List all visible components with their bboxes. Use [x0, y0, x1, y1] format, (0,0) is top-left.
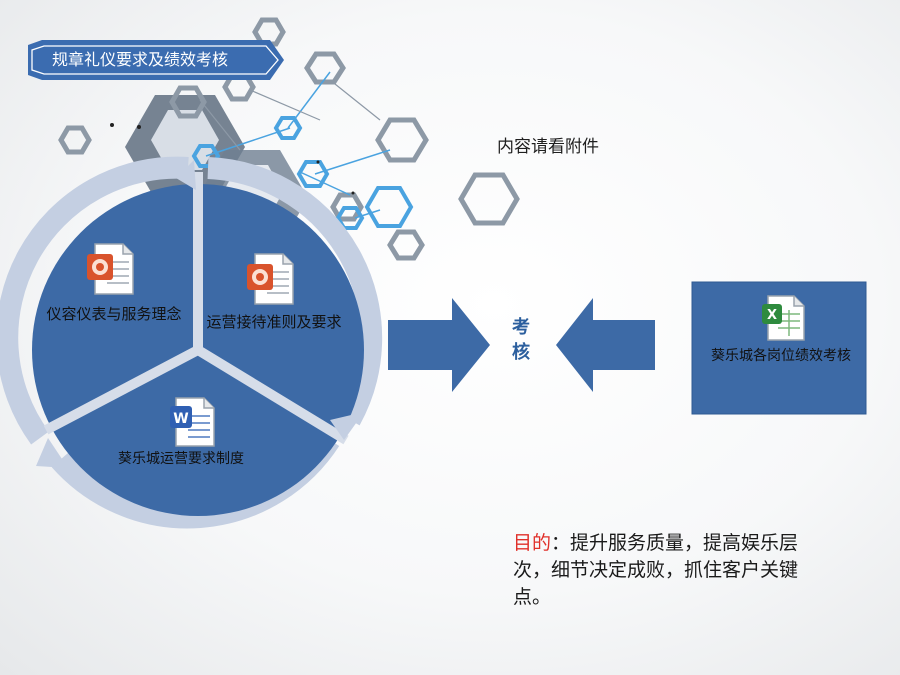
right-box-label: 葵乐城各岗位绩效考核 [711, 348, 851, 364]
powerpoint-file-icon[interactable] [245, 252, 295, 306]
goal-highlight: 目的 [513, 532, 552, 554]
word-file-icon[interactable]: W [168, 396, 216, 448]
svg-text:W: W [173, 411, 188, 427]
assessment-label: 考核 [512, 317, 530, 363]
svg-text:X: X [767, 308, 777, 323]
slide-title: 规章礼仪要求及绩效考核 [52, 50, 229, 69]
segment-label-reception: 运营接待准则及要求 [206, 313, 342, 331]
goal-body: ：提升服务质量，提高娱乐层次，细节决定成败，抓住客户关键点。 [513, 532, 799, 608]
powerpoint-file-icon[interactable] [85, 242, 135, 296]
attachment-note: 内容请看附件 [497, 137, 599, 157]
excel-file-icon[interactable]: X [760, 294, 806, 342]
goal-text: 目的：提升服务质量，提高娱乐层次，细节决定成败，抓住客户关键点。 [513, 530, 813, 611]
segment-label-appearance: 仪容仪表与服务理念 [46, 305, 182, 323]
segment-label-operations: 葵乐城运营要求制度 [118, 451, 244, 467]
